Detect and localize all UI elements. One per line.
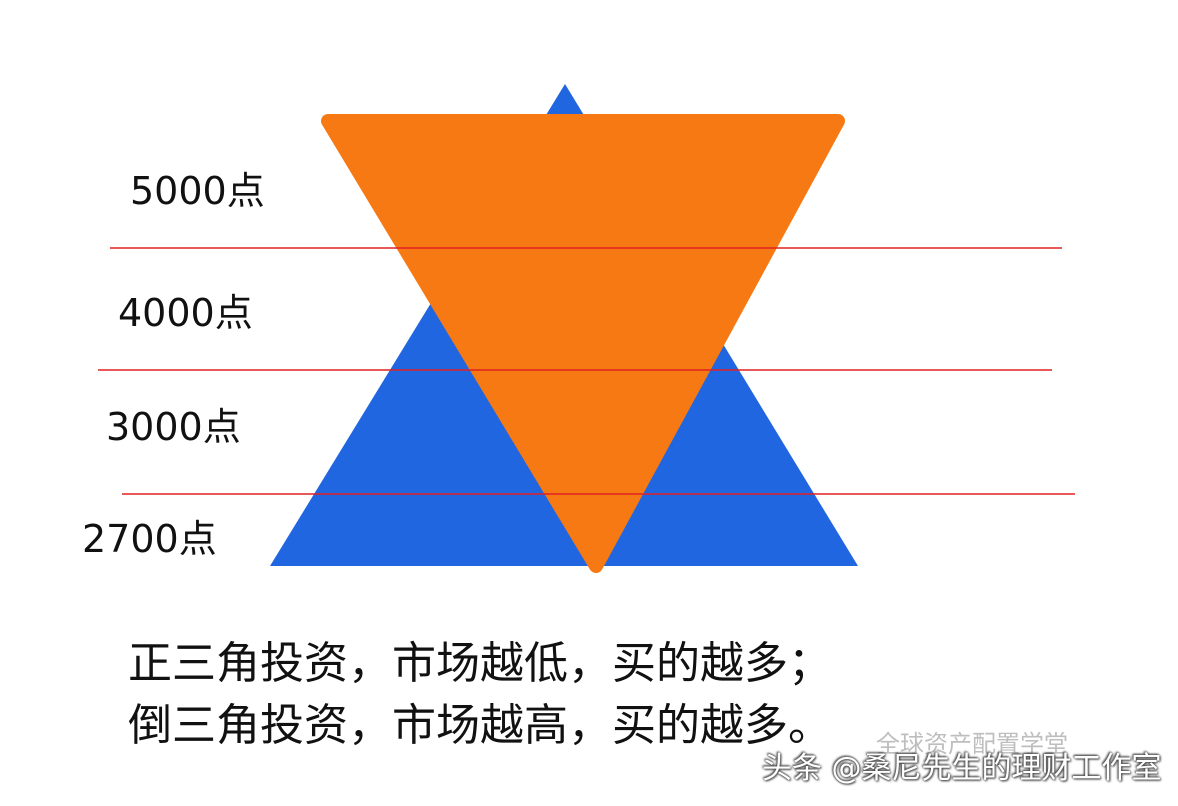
caption-line-upright: 正三角投资，市场越低，买的越多；	[128, 638, 832, 689]
level-label-2700: 2700点	[82, 517, 217, 561]
level-label-4000: 4000点	[118, 291, 253, 335]
faint-watermark: 全球资产配置学堂	[876, 730, 1068, 758]
inverted-triangle	[321, 114, 845, 573]
level-label-3000: 3000点	[106, 405, 241, 449]
level-label-5000: 5000点	[130, 169, 265, 213]
source-watermark: 头条 @桑尼先生的理财工作室	[762, 751, 1162, 786]
caption-line-inverted: 倒三角投资，市场越高，买的越多。	[128, 700, 832, 751]
